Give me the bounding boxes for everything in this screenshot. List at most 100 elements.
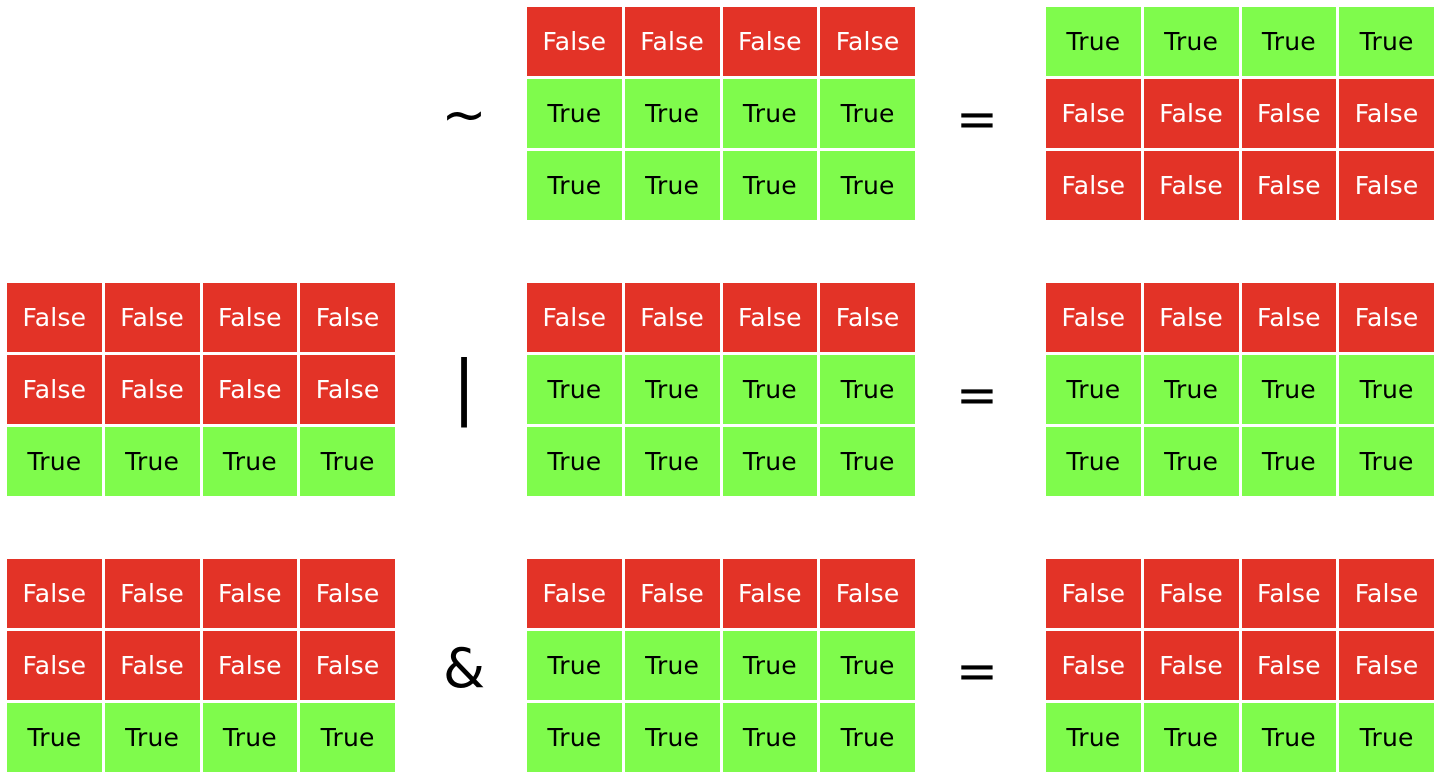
bool-cell: False [300, 559, 395, 628]
bool-cell: False [1241, 631, 1337, 700]
bool-cell: True [1339, 7, 1434, 76]
bool-cell: False [1046, 151, 1141, 220]
bool-cell: True [820, 631, 915, 700]
bool-cell: True [7, 703, 102, 772]
bool-cell: True [527, 151, 622, 220]
bool-cell: False [1143, 631, 1239, 700]
bool-cell: True [1143, 355, 1239, 424]
bool-cell: False [1339, 283, 1434, 352]
bool-cell: False [1046, 79, 1141, 148]
bool-cell: True [1046, 427, 1141, 496]
bool-cell: True [1046, 355, 1141, 424]
bool-cell: True [722, 703, 818, 772]
bool-cell: True [624, 703, 720, 772]
bool-cell: False [624, 283, 720, 352]
bool-cell: False [7, 631, 102, 700]
bool-cell: True [722, 427, 818, 496]
bool-cell: False [722, 7, 818, 76]
bool-cell: False [820, 559, 915, 628]
bool-cell: False [7, 559, 102, 628]
bool-cell: True [1241, 7, 1337, 76]
bool-cell: True [624, 79, 720, 148]
bool-cell: False [1339, 631, 1434, 700]
and-equals-sign: = [956, 642, 998, 700]
bool-cell: False [1339, 559, 1434, 628]
bool-cell: False [624, 559, 720, 628]
bool-cell: True [1339, 703, 1434, 772]
bool-cell: True [624, 355, 720, 424]
bool-cell: False [1241, 79, 1337, 148]
bool-cell: False [1143, 559, 1239, 628]
bool-cell: False [300, 283, 395, 352]
bool-cell: True [1241, 703, 1337, 772]
bool-cell: False [300, 631, 395, 700]
bool-cell: False [104, 283, 200, 352]
bool-cell: True [1143, 703, 1239, 772]
bool-cell: True [624, 427, 720, 496]
bool-cell: False [820, 7, 915, 76]
bool-cell: True [1046, 703, 1141, 772]
bool-cell: True [202, 427, 298, 496]
bool-cell: False [527, 7, 622, 76]
bool-cell: False [1241, 151, 1337, 220]
bool-cell: True [820, 703, 915, 772]
bool-cell: False [202, 283, 298, 352]
bool-cell: False [7, 283, 102, 352]
bool-cell: True [1143, 427, 1239, 496]
bool-cell: True [1339, 355, 1434, 424]
bool-cell: True [820, 427, 915, 496]
bool-cell: True [527, 427, 622, 496]
bool-cell: True [300, 703, 395, 772]
bool-cell: False [202, 355, 298, 424]
bool-cell: False [7, 355, 102, 424]
bool-cell: False [1241, 559, 1337, 628]
bool-cell: True [527, 79, 622, 148]
bool-cell: False [104, 631, 200, 700]
bool-cell: True [820, 355, 915, 424]
bool-cell: True [104, 427, 200, 496]
bool-cell: False [1339, 151, 1434, 220]
bool-cell: True [722, 631, 818, 700]
bool-cell: False [527, 559, 622, 628]
bool-cell: False [202, 559, 298, 628]
bool-cell: True [7, 427, 102, 496]
bool-cell: False [1046, 283, 1141, 352]
bool-cell: False [820, 283, 915, 352]
bool-cell: True [1339, 427, 1434, 496]
bool-cell: True [820, 151, 915, 220]
bool-cell: False [1143, 79, 1239, 148]
bool-cell: True [722, 355, 818, 424]
bool-cell: True [300, 427, 395, 496]
not-equals-sign: = [956, 90, 998, 148]
not-operator-symbol: ~ [441, 83, 487, 146]
bool-cell: False [104, 355, 200, 424]
bool-cell: False [1046, 559, 1141, 628]
bool-cell: True [527, 631, 622, 700]
bool-cell: True [722, 79, 818, 148]
bool-cell: False [624, 7, 720, 76]
bool-cell: True [624, 151, 720, 220]
bool-cell: True [1241, 427, 1337, 496]
bool-cell: True [1241, 355, 1337, 424]
bool-cell: False [1046, 631, 1141, 700]
and-operator-symbol: & [442, 637, 486, 700]
bool-cell: False [300, 355, 395, 424]
bool-cell: True [624, 631, 720, 700]
bool-cell: True [820, 79, 915, 148]
bool-cell: True [1143, 7, 1239, 76]
bool-cell: False [1339, 79, 1434, 148]
bool-cell: True [527, 703, 622, 772]
bool-cell: True [1046, 7, 1141, 76]
bool-cell: False [722, 283, 818, 352]
bool-cell: False [1241, 283, 1337, 352]
bool-cell: False [104, 559, 200, 628]
bool-cell: True [722, 151, 818, 220]
bool-cell: False [1143, 151, 1239, 220]
or-operator-symbol: | [452, 346, 476, 428]
